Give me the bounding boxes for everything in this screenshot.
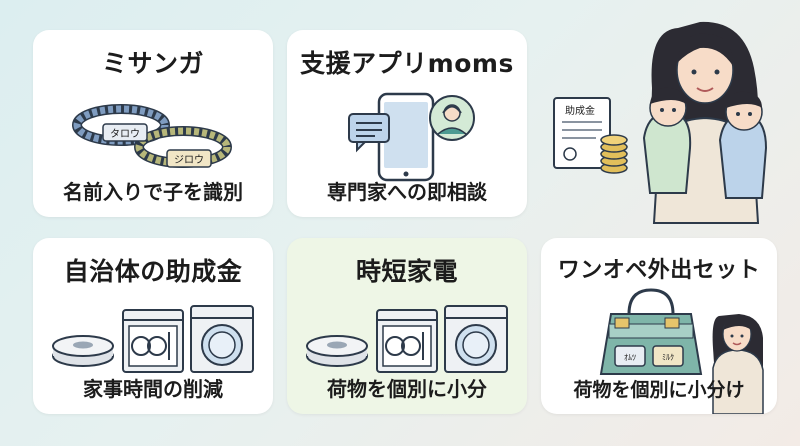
operator-avatar-icon — [429, 95, 475, 141]
mother-with-twins-illustration: 助成金 — [553, 21, 768, 224]
diaper-bag-icon — [599, 288, 703, 375]
card-title: ワンオペ外出セット — [557, 258, 761, 283]
robot-vacuum-icon — [52, 335, 114, 367]
washing-machine-icon — [444, 305, 508, 373]
subsidy-document-icon — [553, 97, 611, 169]
washing-machine-icon — [190, 305, 254, 373]
dishwasher-icon — [376, 309, 438, 373]
baby-left-icon — [642, 87, 692, 194]
name-tag-2: ジロウ — [174, 154, 204, 166]
card-time-saving-appliances: 時短家電 荷物を個別に小分 — [287, 238, 527, 414]
card-subsidy: 自治体の助成金 家事時間の削減 — [33, 238, 273, 414]
robot-vacuum-icon — [306, 335, 368, 367]
card-title: 時短家電 — [355, 257, 458, 286]
card-title: ミサンガ — [101, 49, 204, 78]
home-appliances-illustration — [52, 305, 254, 373]
card-solo-outing-set: ワンオペ外出セット ｵﾑﾂ ﾐﾙｸ 荷物を個別に小分け — [541, 238, 777, 414]
card-title: 自治体の助成金 — [63, 257, 243, 286]
small-mother-icon — [712, 314, 764, 414]
dishwasher-icon — [122, 309, 184, 373]
card-caption: 専門家への即相談 — [327, 180, 487, 204]
home-appliances-illustration — [306, 305, 508, 373]
baby-right-icon — [718, 91, 768, 199]
card-misanga: ミサンガ タロウ ジロウ 名前入りで子を識別 — [33, 30, 273, 217]
pouch-label-milk: ﾐﾙｸ — [662, 353, 674, 362]
diaper-bag-illustration: ｵﾑﾂ ﾐﾙｸ — [599, 288, 764, 414]
card-caption: 荷物を個別に小分 — [327, 377, 487, 401]
card-caption: 荷物を個別に小分け — [573, 379, 745, 401]
document-label: 助成金 — [565, 104, 595, 117]
smartphone-icon — [377, 92, 435, 182]
chat-bubble-icon — [348, 113, 390, 153]
support-app-illustration — [348, 92, 475, 182]
name-tag-1: タロウ — [110, 128, 140, 140]
pouch-label-diapers: ｵﾑﾂ — [624, 353, 636, 362]
card-caption: 名前入りで子を識別 — [63, 180, 243, 204]
card-caption: 家事時間の削減 — [83, 377, 223, 401]
card-title: 支援アプリmoms — [300, 49, 514, 78]
misanga-bracelets-illustration: タロウ ジロウ — [72, 104, 232, 168]
coin-stack-icon — [600, 134, 628, 174]
card-support-app: 支援アプリmoms 専門家への即相談 — [287, 30, 527, 217]
